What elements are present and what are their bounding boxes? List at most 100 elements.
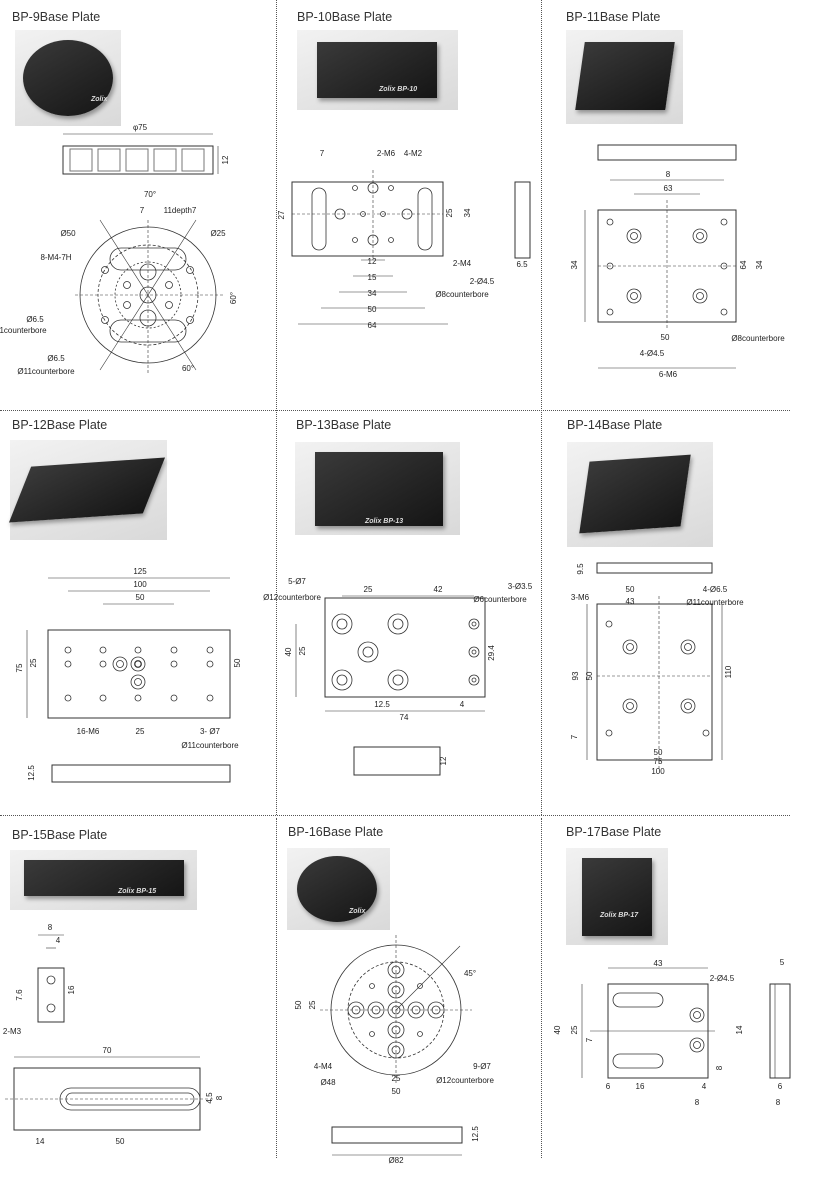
hole xyxy=(116,660,124,668)
dimension-label: 3- Ø7 xyxy=(200,727,221,736)
plate-outline xyxy=(514,181,531,259)
plate-outline xyxy=(596,603,713,761)
column-divider xyxy=(276,818,277,1158)
dimension-label: Ø6counterbore xyxy=(473,595,527,604)
dimension-label: 25 xyxy=(298,646,307,655)
hole xyxy=(417,983,423,989)
hole xyxy=(387,613,409,635)
dimension-label: 50 xyxy=(392,1087,401,1096)
dimension-label: Ø11counterbore xyxy=(17,367,75,376)
dimension-label: 3-Ø3.5 xyxy=(508,582,533,591)
dimension-label: 7.6 xyxy=(15,989,24,1001)
dimension-label: 12.5 xyxy=(27,765,36,781)
dimension-label: 7 xyxy=(585,1037,594,1042)
dimension-label: Ø48 xyxy=(320,1078,336,1087)
dimension-label: 12 xyxy=(439,756,448,765)
hole xyxy=(622,639,638,655)
dimension-label: φ75 xyxy=(133,123,148,132)
hole xyxy=(392,618,404,630)
dimension-label: 50 xyxy=(661,333,670,342)
hole xyxy=(693,1011,701,1019)
dimension-label: 50 xyxy=(116,1137,125,1146)
hole xyxy=(720,218,728,226)
dimension-label: 25 xyxy=(364,585,373,594)
dimension-label: Ø8counterbore xyxy=(435,290,489,299)
hole xyxy=(64,660,72,668)
dimension-label: 7 xyxy=(140,206,145,215)
dimension-label: Ø12counterbore xyxy=(436,1076,494,1085)
dimension-label: 8 xyxy=(666,170,671,179)
hole xyxy=(626,288,642,304)
dimension-label: Ø8counterbore xyxy=(731,334,785,343)
hole xyxy=(626,643,634,651)
hole xyxy=(46,975,56,985)
hole xyxy=(689,1037,705,1053)
hole xyxy=(468,618,480,630)
plate-outline xyxy=(324,597,486,698)
dimension-label: 34 xyxy=(755,260,764,269)
dimension-label: 25 xyxy=(445,208,454,217)
hole xyxy=(692,228,708,244)
hole xyxy=(362,646,374,658)
dimension-label: 29.4 xyxy=(487,645,496,661)
dimension-label: 64 xyxy=(739,260,748,269)
hole xyxy=(468,646,480,658)
plate-outline xyxy=(769,983,791,1079)
dimension-label: 4 xyxy=(56,936,61,945)
dimension-label: 4.5 xyxy=(205,1092,214,1104)
dimension-label: 75 xyxy=(15,663,24,672)
hole xyxy=(369,1031,375,1037)
hole xyxy=(684,702,692,710)
dimension-label: 4-Ø4.5 xyxy=(640,349,665,358)
dimension-label: Ø6.5 xyxy=(47,354,65,363)
dimension-label: 6 xyxy=(606,1082,611,1091)
dimension-label: 12 xyxy=(368,257,377,266)
row-divider xyxy=(0,410,790,411)
dimension-label: 7 xyxy=(320,149,325,158)
dimension-label: 42 xyxy=(434,585,443,594)
dimension-label: 4 xyxy=(702,1082,707,1091)
dimension-label: 45° xyxy=(464,969,476,978)
dimension-label: 2-M3 xyxy=(3,1027,22,1036)
dimension-label: 9-Ø7 xyxy=(473,1062,491,1071)
hole xyxy=(336,618,348,630)
dimension-label: 8 xyxy=(776,1098,781,1107)
dimension-label: 63 xyxy=(664,184,673,193)
hole xyxy=(380,211,386,217)
dimension-label: 100 xyxy=(133,580,147,589)
plate-outline xyxy=(47,629,231,719)
hole xyxy=(170,646,178,654)
dimension-label: Ø12counterbore xyxy=(263,593,321,602)
product-photo xyxy=(567,442,713,547)
hole xyxy=(357,641,379,663)
dimension-label: 11depth7 xyxy=(164,206,197,215)
dimension-label: 5 xyxy=(780,958,785,967)
panel-title: BP-16Base Plate xyxy=(288,825,384,839)
plate-outline xyxy=(181,148,205,172)
dimension-label: 70° xyxy=(144,190,156,199)
dimension-label: 25 xyxy=(392,1074,401,1083)
hole xyxy=(388,237,394,243)
plate-outline xyxy=(153,148,177,172)
dimension-label: 8 xyxy=(715,1065,724,1070)
dimension-label: 74 xyxy=(400,713,409,722)
dimension-label: 25 xyxy=(308,1000,317,1009)
hole xyxy=(134,694,142,702)
dimension-label: 64 xyxy=(368,321,377,330)
hole xyxy=(64,646,72,654)
hole xyxy=(134,660,142,668)
hole xyxy=(206,660,214,668)
hole xyxy=(696,232,704,240)
dimension-label: 25 xyxy=(29,658,38,667)
dimension-label: 27 xyxy=(277,210,286,219)
dimension-label: 50 xyxy=(136,593,145,602)
dimension-label: Ø6.5 xyxy=(26,315,44,324)
dimension-label: Ø11counterbore xyxy=(181,741,239,750)
slot xyxy=(612,992,664,1008)
plate-outline xyxy=(597,144,737,161)
hole xyxy=(331,613,353,635)
dimension-label: 8 xyxy=(695,1098,700,1107)
panel-title: BP-13Base Plate xyxy=(296,418,392,432)
hole xyxy=(630,232,638,240)
hole xyxy=(605,620,613,628)
